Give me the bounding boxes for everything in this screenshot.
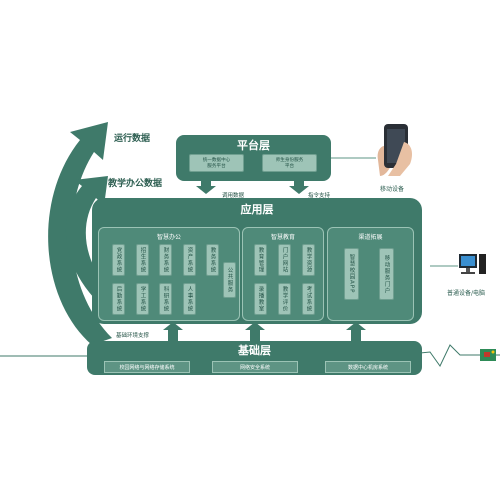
system-box: 人事系统	[183, 283, 196, 315]
system-box: 门户网站	[278, 244, 291, 276]
system-box: 教育管理	[254, 244, 267, 276]
system-box: 财务系统	[159, 244, 172, 276]
instruction-support-label: 指令支持	[308, 193, 331, 199]
base-item: 校园网络与网络存储系统	[104, 361, 190, 373]
teaching-data-label: 教学办公数据	[108, 179, 163, 189]
system-box: 学工系统	[136, 283, 149, 315]
platform-layer: 平台层 统一数据中心 服务平台 师生身份服务 平台	[176, 135, 331, 181]
circuit-board-icon	[478, 346, 498, 364]
group-title: 智慧办公	[156, 234, 181, 241]
system-box: 移动服务门户	[379, 248, 394, 300]
pc-label: 普通设备/电脑	[447, 290, 486, 297]
system-box: 教务系统	[206, 244, 219, 276]
group-title: 智慧教育	[270, 234, 295, 241]
system-box: 教学评价	[278, 283, 291, 315]
system-box: 智慧校园APP	[344, 248, 359, 300]
application-title: 应用层	[240, 203, 274, 216]
base-item: 网络安全系统	[212, 361, 298, 373]
pc-icon	[458, 252, 488, 280]
application-layer: 应用层 智慧办公 党政系统 招生系统 财务系统 资产系统 教务系统 后勤系统 学…	[92, 198, 422, 324]
platform-item: 师生身份服务 平台	[262, 154, 317, 172]
system-box: 招生系统	[136, 244, 149, 276]
system-box: 考试系统	[302, 283, 315, 315]
group-title: 渠道拓展	[358, 234, 383, 241]
call-data-label: 调用数据	[222, 193, 245, 199]
system-box: 资产系统	[183, 244, 196, 276]
group-smart-office: 智慧办公 党政系统 招生系统 财务系统 资产系统 教务系统 后勤系统 学工系统 …	[98, 227, 240, 321]
group-smart-education: 智慧教育 教育管理 门户网站 教学资源 录播教室 教学评价 考试系统	[242, 227, 324, 321]
group-channel-expansion: 渠道拓展 智慧校园APP 移动服务门户	[327, 227, 414, 321]
mobile-device-label: 移动设备	[380, 186, 405, 193]
system-box: 公共服务	[223, 262, 236, 298]
platform-title: 平台层	[237, 139, 270, 152]
run-data-label: 运行数据	[114, 134, 151, 144]
system-box: 后勤系统	[112, 283, 125, 315]
base-item: 数据中心机房系统	[325, 361, 411, 373]
system-box: 教学资源	[302, 244, 315, 276]
system-box: 科研系统	[159, 283, 172, 315]
system-box: 党政系统	[112, 244, 125, 276]
mobile-device-icon	[374, 120, 418, 180]
system-box: 录播教室	[254, 283, 267, 315]
base-title: 基础层	[238, 344, 271, 357]
platform-item: 统一数据中心 服务平台	[189, 154, 244, 172]
base-env-support-label: 基础环境支撑	[116, 333, 150, 339]
